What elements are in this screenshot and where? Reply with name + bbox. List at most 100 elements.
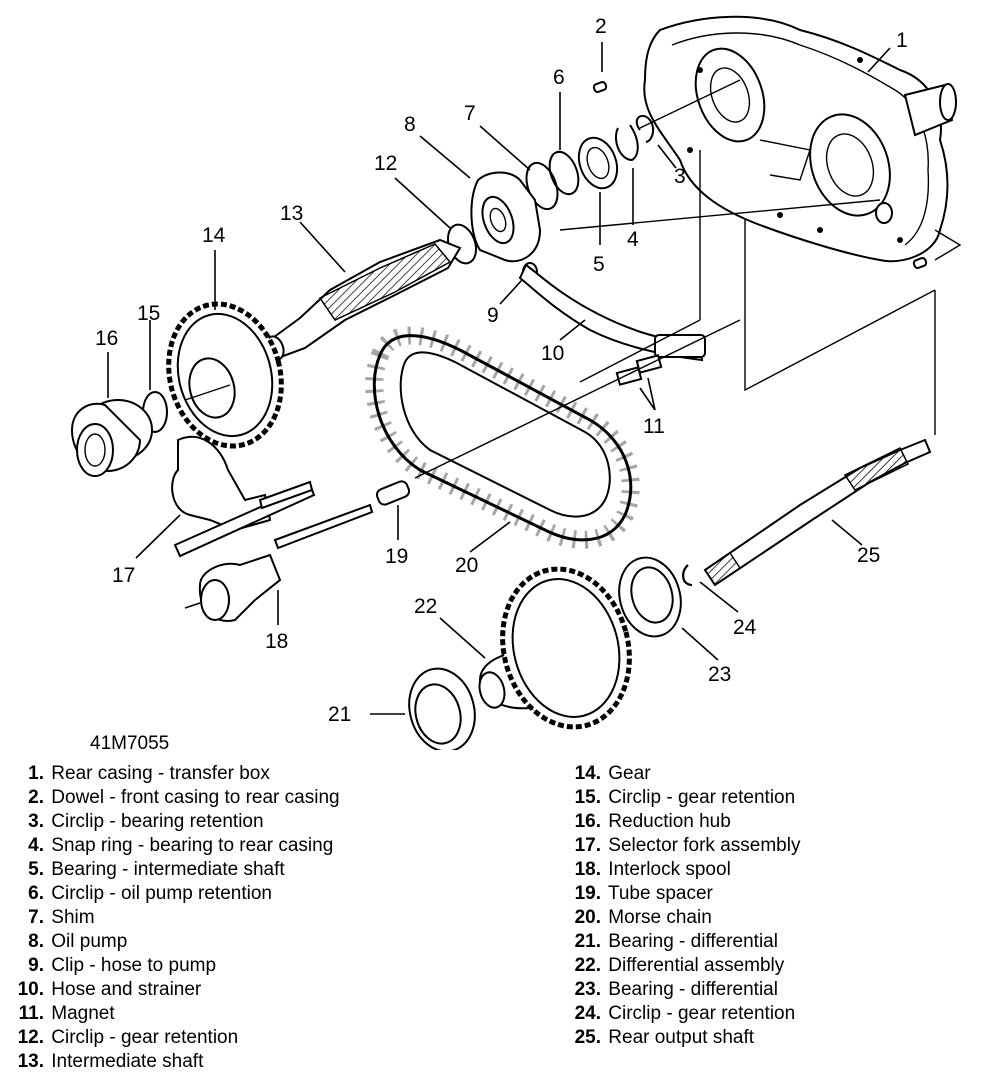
callout-16: 16	[95, 327, 118, 350]
legend-label: Bearing - differential	[608, 979, 778, 1000]
interlock-spool-part	[184, 503, 374, 622]
legend-number: 23.	[574, 979, 601, 1000]
legend-item: 15. Circlip - gear retention	[565, 786, 800, 810]
legend-item: 12. Circlip - gear retention	[8, 1026, 340, 1050]
legend-label: Rear output shaft	[608, 1027, 755, 1048]
callout-5: 5	[593, 253, 605, 276]
legend-label: Clip - hose to pump	[51, 955, 217, 976]
legend-item: 11. Magnet	[8, 1002, 340, 1026]
tube-spacer-part	[375, 480, 411, 506]
legend-item: 14. Gear	[565, 762, 800, 786]
legend-number: 25.	[574, 1027, 601, 1048]
legend-item: 13. Intermediate shaft	[8, 1050, 340, 1074]
legend-item: 18. Interlock spool	[565, 858, 800, 882]
legend-right-column: 14. Gear 15. Circlip - gear retention 16…	[565, 762, 801, 1050]
callout-22: 22	[414, 595, 437, 618]
bearing-differential-part-21	[408, 667, 476, 750]
legend-label: Reduction hub	[608, 811, 731, 832]
legend-item: 23. Bearing - differential	[565, 978, 800, 1002]
legend-number: 19.	[574, 883, 601, 904]
legend-number: 15.	[574, 787, 601, 808]
legend-label: Magnet	[51, 1003, 115, 1024]
legend-number: 20.	[574, 907, 601, 928]
legend-item: 3. Circlip - bearing retention	[8, 810, 340, 834]
legend-item: 5. Bearing - intermediate shaft	[8, 858, 340, 882]
legend-number: 22.	[574, 955, 601, 976]
dowel-part	[592, 81, 928, 269]
rear-casing-part	[643, 15, 957, 263]
callout-21: 21	[328, 703, 351, 726]
legend-item: 8. Oil pump	[8, 930, 340, 954]
reduction-hub-part	[70, 399, 153, 477]
callout-1: 1	[896, 29, 908, 52]
callout-10: 10	[541, 342, 564, 365]
callout-12: 12	[374, 152, 397, 175]
circlip-gear-part-24	[682, 564, 693, 587]
snap-ring-part	[614, 124, 639, 162]
legend-label: Circlip - gear retention	[608, 1003, 796, 1024]
legend-label: Circlip - bearing retention	[51, 811, 264, 832]
callout-24: 24	[733, 616, 757, 639]
legend-item: 1. Rear casing - transfer box	[8, 762, 340, 786]
legend-number: 9.	[28, 955, 44, 976]
callout-17: 17	[112, 564, 135, 587]
legend-label: Tube spacer	[607, 883, 713, 904]
legend-number: 6.	[28, 883, 44, 904]
callout-25: 25	[857, 544, 880, 567]
legend-item: 2. Dowel - front casing to rear casing	[8, 786, 340, 810]
legend-label: Circlip - gear retention	[608, 787, 796, 808]
morse-chain-part	[365, 326, 640, 549]
legend-item: 7. Shim	[8, 906, 340, 930]
legend-label: Hose and strainer	[51, 979, 202, 1000]
callout-9: 9	[487, 304, 499, 327]
hose-strainer-part	[518, 263, 706, 362]
circlip-bearing-part	[635, 114, 654, 143]
callout-19: 19	[385, 545, 408, 568]
callout-13: 13	[280, 202, 303, 225]
legend-number: 18.	[574, 859, 601, 880]
legend-number: 8.	[28, 931, 44, 952]
legend-label: Oil pump	[51, 931, 128, 952]
callout-numbers: 1 2 3 4 5 6 7 8 9 10 11 12 13 14 15 16 1…	[95, 15, 908, 726]
legend-label: Interlock spool	[608, 859, 731, 880]
legend-label: Shim	[51, 907, 95, 928]
rear-output-shaft-part	[703, 438, 932, 587]
callout-8: 8	[404, 113, 416, 136]
callout-14: 14	[202, 224, 226, 247]
legend-item: 6. Circlip - oil pump retention	[8, 882, 340, 906]
callout-3: 3	[674, 165, 686, 188]
legend-item: 10. Hose and strainer	[8, 978, 340, 1002]
legend-item: 25. Rear output shaft	[565, 1026, 800, 1050]
legend-number: 16.	[574, 811, 601, 832]
legend-number: 7.	[28, 907, 44, 928]
legend-label: Differential assembly	[608, 955, 785, 976]
legend-label: Circlip - gear retention	[51, 1027, 239, 1048]
legend-item: 22. Differential assembly	[565, 954, 800, 978]
legend-label: Bearing - differential	[608, 931, 778, 952]
legend-label: Bearing - intermediate shaft	[51, 859, 285, 880]
differential-assembly-part	[478, 566, 632, 730]
legend-number: 3.	[28, 811, 44, 832]
bearing-differential-part-23	[618, 556, 682, 638]
circlip-oil-pump-part	[548, 150, 580, 196]
oil-pump-part	[470, 171, 542, 263]
legend-label: Dowel - front casing to rear casing	[51, 787, 340, 808]
legend-label: Intermediate shaft	[51, 1051, 204, 1072]
legend-label: Snap ring - bearing to rear casing	[51, 835, 334, 856]
legend-item: 19. Tube spacer	[565, 882, 800, 906]
legend-number: 14.	[574, 763, 601, 784]
legend-label: Morse chain	[608, 907, 712, 928]
guide-lines	[184, 79, 962, 479]
legend-left-column: 1. Rear casing - transfer box 2. Dowel -…	[8, 762, 340, 1074]
exploded-view-diagram: 1 2 3 4 5 6 7 8 9 10 11 12 13 14 15 16 1…	[70, 15, 962, 750]
legend-number: 11.	[18, 1003, 44, 1024]
callout-15: 15	[137, 302, 160, 325]
callout-18: 18	[265, 630, 288, 653]
legend-number: 2.	[28, 787, 44, 808]
callout-20: 20	[455, 554, 478, 577]
legend-number: 17.	[574, 835, 601, 856]
legend-number: 12.	[17, 1027, 44, 1048]
callout-23: 23	[708, 663, 731, 686]
callout-4: 4	[627, 228, 639, 251]
legend-item: 9. Clip - hose to pump	[8, 954, 340, 978]
